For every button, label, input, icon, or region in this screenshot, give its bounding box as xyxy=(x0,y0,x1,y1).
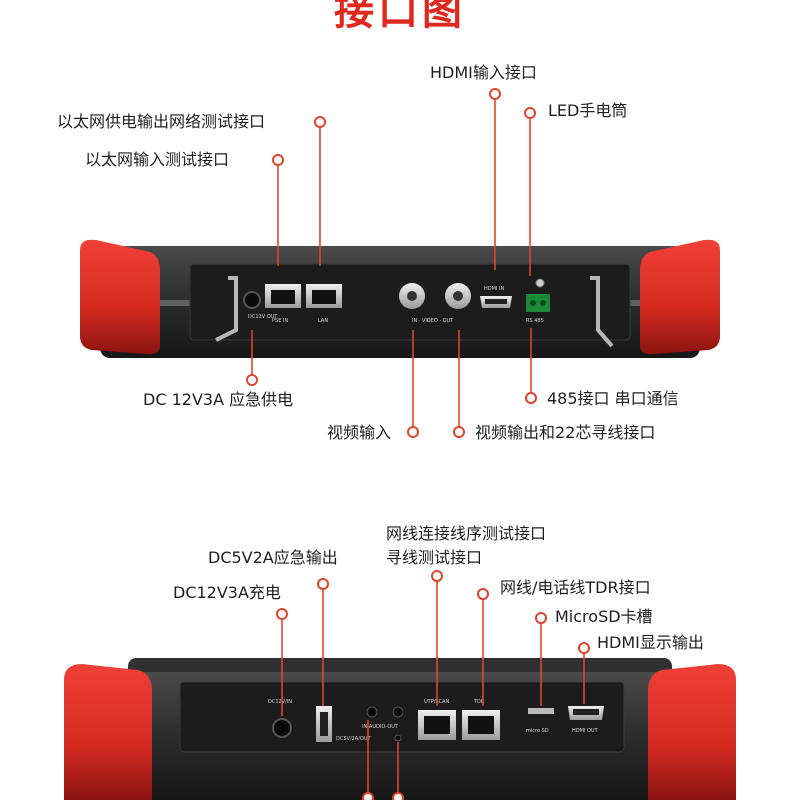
left-bumper xyxy=(64,664,152,800)
dcin-mark: DC12V/IN xyxy=(268,699,292,705)
rs485-terminal xyxy=(526,294,550,312)
audio-out-jack xyxy=(392,706,404,718)
lan-mark: LAN xyxy=(318,318,328,324)
rs485-mark: RS 485 xyxy=(526,318,544,324)
label-line-sequence: 网线连接线序测试接口 xyxy=(386,524,547,543)
label-tdr: 网线/电话线TDR接口 xyxy=(500,578,651,597)
port-panel xyxy=(179,681,625,753)
callout-dot xyxy=(453,426,465,438)
bottom-device: DC12V/IN IN-AUDIO-OUT DC5V/2A/OUT UTP/SC… xyxy=(64,658,736,800)
left-bumper xyxy=(80,239,160,355)
label-ethernet-input: 以太网输入测试接口 xyxy=(85,150,230,169)
callout-dot xyxy=(276,608,288,620)
callout-dot xyxy=(392,792,404,800)
label-video-output: 视频输出和22芯寻线接口 xyxy=(475,423,656,442)
callout-dot xyxy=(272,154,284,166)
right-bumper xyxy=(640,239,720,355)
label-video-input: 视频输入 xyxy=(327,423,392,442)
callout-dot xyxy=(535,612,547,624)
page-title: 接口图 xyxy=(334,0,466,34)
callout-dot xyxy=(524,107,536,119)
callout-dot xyxy=(317,578,329,590)
callout-dot xyxy=(477,588,489,600)
top-leaders xyxy=(246,88,537,438)
dc5v-mark: DC5V/2A/OUT xyxy=(336,736,372,742)
tdr-mark: TDR xyxy=(473,699,485,705)
label-hdmi-input: HDMI输入接口 xyxy=(430,63,537,82)
callout-dot xyxy=(578,642,590,654)
sd-mark: micro SD xyxy=(526,728,549,734)
label-dc5v-output: DC5V2A应急输出 xyxy=(208,548,338,567)
bottom-leaders xyxy=(276,570,590,800)
led-light xyxy=(535,278,545,288)
microsd-slot xyxy=(528,708,554,714)
hdmi-in-mark: HDMI IN xyxy=(484,286,504,292)
callout-dot xyxy=(525,392,537,404)
callout-dot xyxy=(314,116,326,128)
label-microsd: MicroSD卡槽 xyxy=(555,607,653,626)
callout-dot xyxy=(362,792,374,800)
label-dc12v-power: DC 12V3A 应急供电 xyxy=(143,390,294,409)
callout-dot xyxy=(489,88,501,100)
label-poe-output: 以太网供电输出网络测试接口 xyxy=(57,112,266,131)
callout-dot xyxy=(246,374,258,386)
label-tracer: 寻线测试接口 xyxy=(386,548,483,567)
callout-dot xyxy=(431,570,443,582)
audio-in-jack xyxy=(366,706,378,718)
label-led-flashlight: LED手电筒 xyxy=(548,101,628,120)
right-bumper xyxy=(648,664,736,800)
dc-jack xyxy=(243,291,261,309)
video-mark: IN · VIDEO · OUT xyxy=(412,318,454,324)
audio-mark: IN-AUDIO-OUT xyxy=(362,724,399,730)
label-rs485: 485接口 串口通信 xyxy=(547,389,679,408)
dc-mark: DC12V OUT xyxy=(248,314,278,320)
callout-dot xyxy=(407,426,419,438)
hdmi-out-mark: HDMI OUT xyxy=(572,728,599,734)
label-hdmi-output: HDMI显示输出 xyxy=(597,633,704,652)
dc12v-jack xyxy=(272,718,292,738)
pse-mark: PSE IN xyxy=(272,318,288,324)
label-dc12v-charge: DC12V3A充电 xyxy=(173,583,281,602)
top-device: DC12V OUT PSE IN LAN IN · VIDEO · OUT HD… xyxy=(80,239,720,358)
